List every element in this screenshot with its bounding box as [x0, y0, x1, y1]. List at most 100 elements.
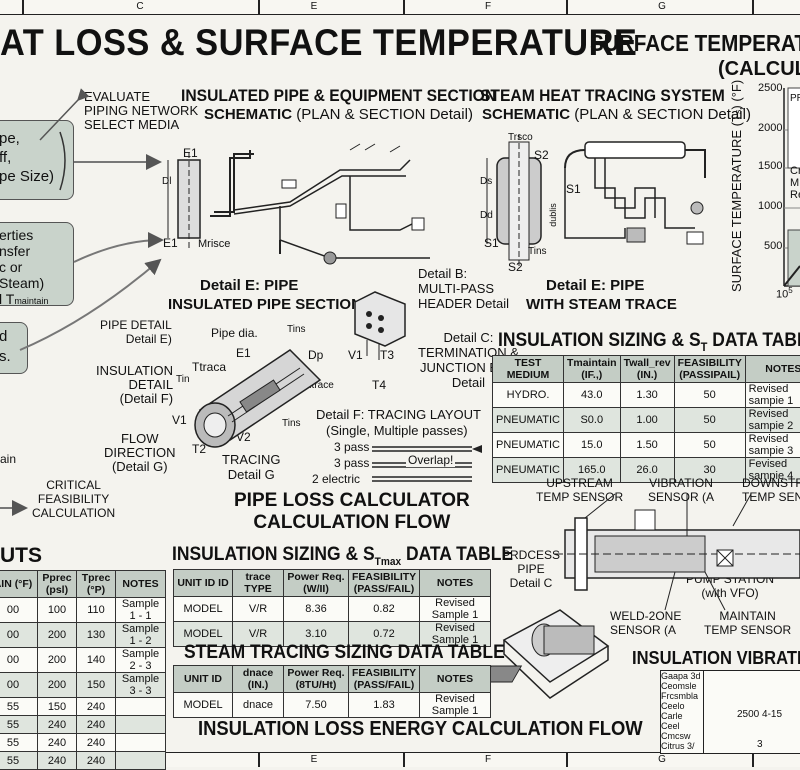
subscript: Tmax: [375, 556, 401, 568]
table3-header: Power Req. (8TU/Ht): [284, 666, 349, 693]
connector-line: [74, 240, 162, 262]
table2-header: UNIT ID ID: [174, 570, 233, 597]
pipe-spool: [544, 626, 594, 654]
table1-header-row: TEST MEDIUM Tmaintain (IF.,) Twall_rev (…: [493, 356, 800, 383]
terminal: [366, 323, 372, 329]
label-s2-top: S2: [534, 148, 549, 162]
chart-tick-2000: 2000: [758, 122, 782, 134]
steam-trace: [605, 158, 695, 228]
trace-line: [350, 176, 420, 230]
trace-line: [210, 150, 250, 216]
jb-v1-label: V1: [348, 348, 363, 362]
label-ds: Ds: [480, 176, 492, 187]
chart-tick-1500: 1500: [758, 160, 782, 172]
bottom-flow-title: INSULATION LOSS ENERGY CALCULATION FLOW: [198, 718, 643, 741]
table3: UNIT ID dnace (IN.) Power Req. (8TU/Ht) …: [173, 665, 491, 718]
detail-e-pipe-right: Detail E: PIPE: [546, 277, 644, 294]
table2-header: NOTES: [420, 570, 491, 597]
detail-f-subtitle: (Single, Multiple passes): [326, 423, 468, 438]
inputs-header-row: AIN (°F) Pprec (psl) Tprec (°P) NOTES: [0, 571, 166, 598]
chart-legend-fragment: CrMRe: [790, 165, 800, 201]
chart-legend-pr: PR: [790, 93, 800, 104]
table1-header: NOTES: [745, 356, 800, 383]
fitting: [336, 204, 346, 218]
table2-header: trace TYPE: [233, 570, 284, 597]
table1-title: INSULATION SIZING & ST DATA TABL: [498, 330, 800, 354]
header-manifold: [585, 142, 685, 158]
jb-t4-label: T4: [372, 378, 386, 392]
superscript: 5: [788, 286, 792, 295]
valve: [324, 252, 336, 264]
label-dd: Dd: [480, 210, 493, 221]
trace-line: [214, 154, 254, 212]
label-s1-bottom: S1: [484, 236, 499, 250]
label-dublis: dublis: [548, 203, 558, 227]
subscript: T: [701, 340, 708, 354]
terminal: [366, 311, 372, 317]
trace-line: [280, 206, 430, 258]
table3-header: UNIT ID: [174, 666, 233, 693]
fitting: [282, 180, 296, 188]
weld-zone-3d-drawing: [500, 606, 610, 708]
label-trsco: Trsco: [508, 132, 533, 143]
chart-tick-500: 500: [764, 240, 782, 252]
label-s2-bottom: S2: [508, 260, 523, 274]
arrow-marks: [350, 144, 400, 152]
steam-section-title: STEAM HEAT TRACING SYSTEM: [480, 86, 725, 106]
table3-header-row: UNIT ID dnace (IN.) Power Req. (8TU/Ht) …: [174, 666, 491, 693]
vibration-value: 2500 4-15: [737, 709, 782, 720]
label-s1-mid: S1: [566, 182, 581, 196]
table1-header: TEST MEDIUM: [493, 356, 564, 383]
schematic-detail: (PLAN & SECTION Detail): [296, 106, 473, 123]
table2-header-row: UNIT ID ID trace TYPE Power Req. (W/II) …: [174, 570, 491, 597]
insulated-pipe-section-caption: INSULATED PIPE SECTION: [168, 296, 362, 313]
chart-tick-origin: 105: [776, 286, 793, 301]
tins-top-label: Tins: [287, 324, 306, 335]
table3-header: NOTES: [420, 666, 491, 693]
steam-trace-caption: WITH STEAM TRACE: [526, 296, 677, 313]
table2: UNIT ID ID trace TYPE Power Req. (W/II) …: [173, 569, 491, 647]
jb-t3-label: T3: [380, 348, 394, 362]
table1-header: FEASIBILITY (PASSIPAIL): [674, 356, 745, 383]
vibration-tail: 3: [757, 739, 763, 750]
detail-f-title: Detail F: TRACING LAYOUT: [316, 407, 481, 422]
overlap-label: Overlap!: [406, 453, 455, 467]
terminal: [378, 315, 384, 321]
insulated-section-title: INSULATED PIPE & EQUIPMENT SECTION: [181, 86, 496, 106]
pipe-dia-label: Pipe dia.: [211, 326, 258, 340]
detail-e-pipe-left: Detail E: PIPE: [200, 277, 298, 294]
detail-f-row-2: 3 pass: [334, 456, 369, 470]
pipe-bore: [204, 413, 226, 437]
process-pipe-drawing: [555, 500, 800, 610]
bracket-line: [60, 132, 65, 190]
title-end: DATA TABLE: [401, 544, 513, 565]
inputs-header: Tprec (°P): [77, 571, 116, 598]
fitting: [412, 218, 424, 230]
trace-line: [234, 160, 410, 210]
label-tins-steam: Tins: [528, 246, 547, 257]
table2-title: INSULATION SIZING & STmax DATA TABLE: [172, 544, 513, 568]
table2-header: FEASIBILITY (PASS/FAIL): [349, 570, 420, 597]
connector-line: [40, 100, 78, 140]
fitting: [687, 232, 703, 244]
detail-f-row-1: 3 pass: [334, 440, 369, 454]
trap: [627, 228, 645, 242]
inputs-header: NOTES: [116, 571, 166, 598]
inputs-title: UTS: [0, 544, 42, 568]
inputs-table: AIN (°F) Pprec (psl) Tprec (°P) NOTES 00…: [0, 570, 166, 770]
